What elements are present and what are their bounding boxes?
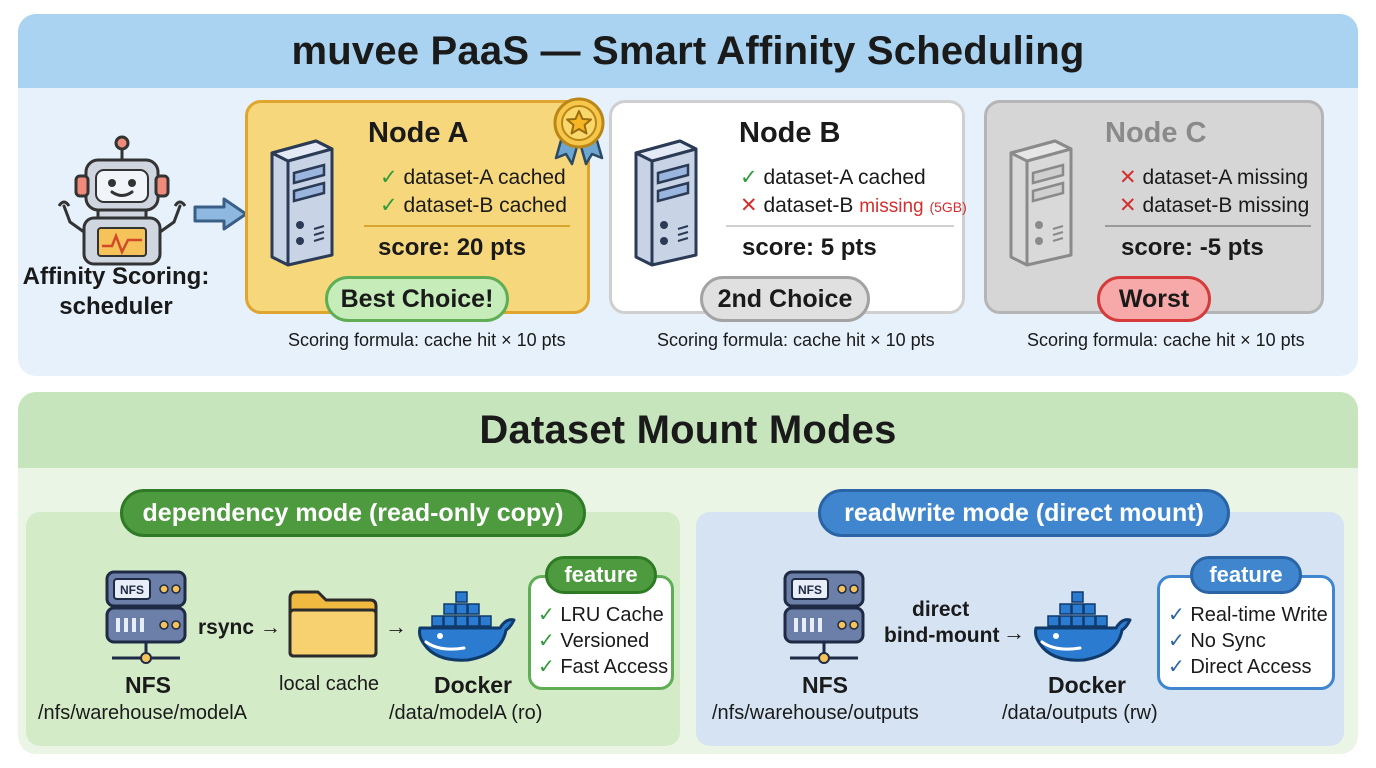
check-icon: ✓ xyxy=(1168,630,1185,652)
divider xyxy=(1105,225,1311,227)
medal-icon xyxy=(553,97,605,166)
worst-badge: Worst xyxy=(1097,276,1211,322)
nfs-server-icon: NFS xyxy=(105,570,187,664)
rw-nfs-label: NFS xyxy=(802,672,848,698)
node-a-dataset-b: ✓ dataset-B cached xyxy=(380,193,567,218)
check-icon: ✓ xyxy=(1168,656,1185,678)
rw-feature-text: Real-time Write xyxy=(1190,604,1328,626)
dep-arrow: → xyxy=(385,614,407,639)
scheduler-label-line-2: scheduler xyxy=(59,293,173,320)
local-cache-label: local cache xyxy=(279,673,380,695)
check-icon: ✓ xyxy=(538,630,555,652)
node-c-formula: Scoring formula: cache hit × 10 pts xyxy=(1027,330,1305,350)
node-b-dataset-b-text: dataset-B xyxy=(763,194,854,217)
check-icon: ✓ xyxy=(538,604,555,626)
node-c-dataset-a-text: dataset-A missing xyxy=(1142,166,1309,189)
node-a-dataset-a: ✓ dataset-A cached xyxy=(380,165,566,190)
rsync-label: rsync → xyxy=(198,616,281,639)
rw-arrow: → xyxy=(1003,620,1025,645)
dep-nfs-label: NFS xyxy=(125,672,171,698)
readwrite-mode-label: readwrite mode (direct mount) xyxy=(818,489,1230,537)
rw-docker-label: Docker xyxy=(1048,672,1126,698)
node-c-title: Node C xyxy=(1105,117,1207,149)
node-c-dataset-a: ✕ dataset-A missing xyxy=(1119,165,1308,190)
server-icon xyxy=(634,139,698,267)
node-c-dataset-b: ✕ dataset-B missing xyxy=(1119,193,1309,218)
node-a-formula: Scoring formula: cache hit × 10 pts xyxy=(288,330,566,350)
node-b-missing-size: (5GB) xyxy=(929,199,967,215)
dep-feature-text: LRU Cache xyxy=(560,604,664,626)
scheduler-label: Affinity Scoring: scheduler xyxy=(20,262,212,322)
rw-feature-item: ✓ Direct Access xyxy=(1168,654,1311,679)
node-b-dataset-a-text: dataset-A cached xyxy=(763,166,926,189)
node-b-missing-status: missing xyxy=(859,196,924,217)
direct-label: direct xyxy=(912,598,970,621)
bind-mount-label: bind-mount xyxy=(884,624,1000,647)
check-icon: ✓ xyxy=(1168,604,1185,626)
docker-whale-icon xyxy=(1034,591,1132,662)
node-b-formula: Scoring formula: cache hit × 10 pts xyxy=(657,330,935,350)
nfs-icon-text: NFS xyxy=(798,583,822,597)
dep-feature-item: ✓ LRU Cache xyxy=(538,602,664,627)
rw-feature-item: ✓ Real-time Write xyxy=(1168,602,1328,627)
server-icon xyxy=(1009,139,1073,267)
rw-feature-text: Direct Access xyxy=(1190,656,1312,678)
second-choice-badge: 2nd Choice xyxy=(700,276,870,322)
divider xyxy=(364,225,570,227)
arrow-right-icon xyxy=(193,197,248,231)
nfs-server-icon: NFS xyxy=(783,570,865,664)
check-icon: ✓ xyxy=(380,166,398,189)
cross-icon: ✕ xyxy=(740,194,758,217)
node-a-dataset-a-text: dataset-A cached xyxy=(403,166,566,189)
node-c-score: score: -5 pts xyxy=(1121,234,1264,261)
node-b-dataset-a: ✓ dataset-A cached xyxy=(740,165,926,190)
dep-feature-text: Versioned xyxy=(560,630,650,652)
dep-feature-item: ✓ Fast Access xyxy=(538,654,668,679)
divider xyxy=(726,225,954,227)
dep-feature-item: ✓ Versioned xyxy=(538,628,649,653)
node-b-title: Node B xyxy=(739,117,841,149)
check-icon: ✓ xyxy=(538,656,555,678)
nfs-icon-text: NFS xyxy=(120,583,144,597)
rw-feature-text: No Sync xyxy=(1190,630,1266,652)
check-icon: ✓ xyxy=(740,166,758,189)
node-b-score: score: 5 pts xyxy=(742,234,877,261)
node-a-dataset-b-text: dataset-B cached xyxy=(403,194,567,217)
scheduler-label-line-1: Affinity Scoring: xyxy=(22,263,210,290)
server-icon xyxy=(270,139,334,267)
dep-docker-label: Docker xyxy=(434,672,512,698)
affinity-scheduling-title: muvee PaaS — Smart Affinity Scheduling xyxy=(18,14,1358,88)
dep-feature-text: Fast Access xyxy=(560,656,669,678)
robot-icon xyxy=(58,135,186,266)
dep-nfs-path: /nfs/warehouse/modelA xyxy=(38,702,248,724)
dependency-feature-box xyxy=(528,575,674,690)
cross-icon: ✕ xyxy=(1119,166,1137,189)
docker-whale-icon xyxy=(418,591,516,662)
node-b-dataset-b: ✕ dataset-B missing (5GB) xyxy=(740,193,967,218)
rw-feature-item: ✓ No Sync xyxy=(1168,628,1266,653)
readwrite-feature-title: feature xyxy=(1190,556,1302,594)
rw-nfs-path: /nfs/warehouse/outputs xyxy=(712,702,919,724)
folder-icon xyxy=(288,590,378,658)
dep-docker-path: /data/modelA (ro) xyxy=(389,702,543,724)
check-icon: ✓ xyxy=(380,194,398,217)
dependency-feature-title: feature xyxy=(545,556,657,594)
cross-icon: ✕ xyxy=(1119,194,1137,217)
node-a-score: score: 20 pts xyxy=(378,234,527,261)
dependency-mode-label: dependency mode (read-only copy) xyxy=(120,489,586,537)
rw-docker-path: /data/outputs (rw) xyxy=(1002,702,1158,724)
mount-modes-title: Dataset Mount Modes xyxy=(18,392,1358,468)
node-c-dataset-b-text: dataset-B missing xyxy=(1142,194,1310,217)
node-a-title: Node A xyxy=(368,117,469,149)
best-choice-badge: Best Choice! xyxy=(325,276,509,322)
